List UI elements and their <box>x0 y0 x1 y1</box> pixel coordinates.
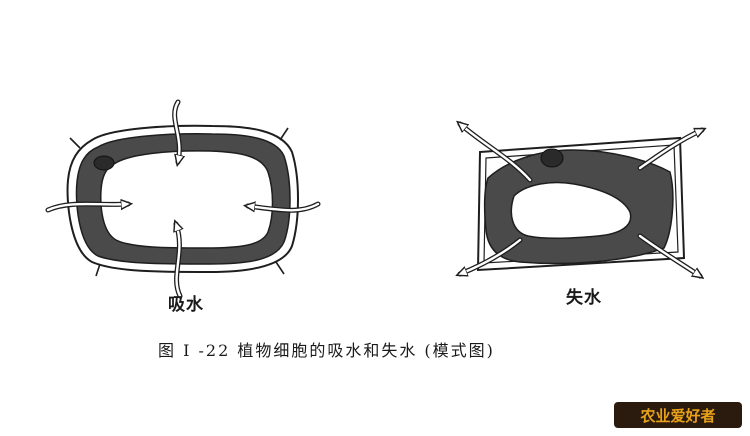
plasmolyzed-cell-wall-inner <box>483 144 679 264</box>
plasmolyzed-cell-nucleus <box>540 148 564 168</box>
svg-text:农业爱好者: 农业爱好者 <box>639 407 715 425</box>
plasmolyzed-cell <box>460 124 702 276</box>
figure-caption: 图 I -22 植物细胞的吸水和失水 (模式图) <box>158 341 495 360</box>
lose-label: 失水 <box>566 288 602 308</box>
turgid-cell-wall-ticks <box>69 127 289 277</box>
turgid-cell <box>45 99 321 299</box>
turgid-cell-cytoplasm <box>75 133 291 265</box>
turgid-cell-nucleus <box>93 155 115 171</box>
plasmolyzed-cell-wall <box>476 136 686 272</box>
absorb-label: 吸水 <box>168 295 204 315</box>
site-watermark-logo: 农业爱好者 <box>614 402 742 428</box>
